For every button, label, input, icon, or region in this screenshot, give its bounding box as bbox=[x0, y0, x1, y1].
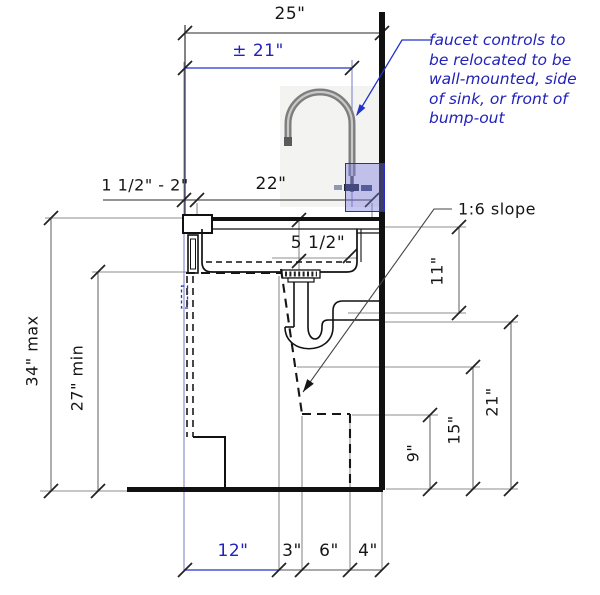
dim-clearance-21: 21" bbox=[482, 387, 502, 417]
wall bbox=[379, 12, 385, 490]
cabinet-base-step bbox=[193, 436, 226, 488]
clearance-envelope-dashed bbox=[186, 268, 352, 488]
dim-wall-offset: 4" bbox=[358, 541, 378, 561]
panel-latch-highlight[interactable] bbox=[180, 285, 189, 309]
dimension-lines bbox=[50, 25, 512, 571]
dim-bowl-depth: 5 1/2" bbox=[290, 233, 346, 253]
floor-line bbox=[127, 487, 383, 492]
dim-faucet-reach: ± 21" bbox=[232, 41, 284, 61]
dim-toe-height: 9" bbox=[403, 443, 423, 463]
sink-apron bbox=[187, 234, 199, 274]
removable-panel-dashed bbox=[186, 276, 194, 437]
slope-leader bbox=[302, 208, 452, 393]
annotation-line: of sink, or front of bbox=[429, 89, 568, 108]
faucet-selection-highlight[interactable] bbox=[345, 163, 385, 212]
dim-slope-run: 3" bbox=[282, 541, 302, 561]
dim-counter-height: 34" max bbox=[22, 315, 42, 387]
faucet-annotation-note: faucet controls to be relocated to be wa… bbox=[429, 31, 599, 129]
dim-counter-depth: 22" bbox=[255, 174, 287, 194]
blue-dimension-lines bbox=[185, 67, 352, 571]
annotation-line: be relocated to be bbox=[429, 50, 572, 69]
dim-knee-depth: 12" bbox=[217, 541, 249, 561]
p-trap-pipe bbox=[284, 282, 379, 350]
drain-flange bbox=[281, 269, 321, 283]
annotation-leader-blue bbox=[356, 39, 432, 116]
dim-toe-depth: 6" bbox=[319, 541, 339, 561]
annotation-line: bump-out bbox=[429, 109, 505, 127]
countertop bbox=[182, 214, 381, 234]
dim-clearance-15: 15" bbox=[444, 415, 464, 445]
dim-overall-depth: 25" bbox=[274, 4, 306, 24]
extension-lines bbox=[40, 203, 518, 570]
annotation-line: wall-mounted, side bbox=[429, 70, 577, 88]
dim-counter-overhang: 1 1/2" - 2" bbox=[101, 175, 189, 195]
dim-pipe-drop: 11" bbox=[427, 256, 447, 286]
gooseneck-faucet bbox=[284, 88, 372, 192]
dimension-tick-marks bbox=[43, 25, 519, 578]
slope-label: 1:6 slope bbox=[458, 199, 536, 219]
dim-knee-clearance: 27" min bbox=[67, 344, 87, 412]
annotation-line: faucet controls to bbox=[429, 31, 566, 49]
